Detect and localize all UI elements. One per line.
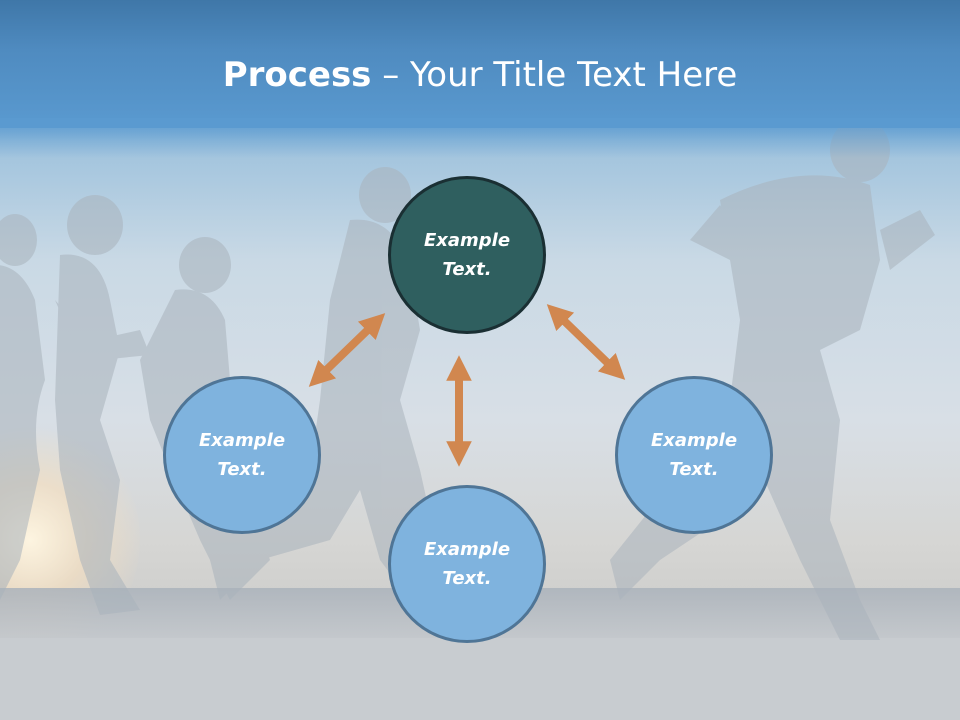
arrow-top-right <box>546 304 626 380</box>
title-bar <box>0 0 960 128</box>
title-bold: Process <box>222 55 372 95</box>
ground <box>0 638 960 720</box>
title-rest: – Your Title Text Here <box>371 55 738 95</box>
node-top-label: Example Text. <box>423 230 511 280</box>
process-node-right: Example Text. <box>615 376 773 534</box>
process-node-top: Example Text. <box>388 176 546 334</box>
arrow-top-left <box>308 313 386 387</box>
title-bar-fade <box>0 118 960 158</box>
slide-title: Process – Your Title Text Here <box>0 52 960 98</box>
process-node-left: Example Text. <box>163 376 321 534</box>
process-node-bottom: Example Text. <box>388 485 546 643</box>
node-bottom-label: Example Text. <box>423 539 511 589</box>
node-left-label: Example Text. <box>198 430 286 480</box>
node-right-label: Example Text. <box>650 430 738 480</box>
